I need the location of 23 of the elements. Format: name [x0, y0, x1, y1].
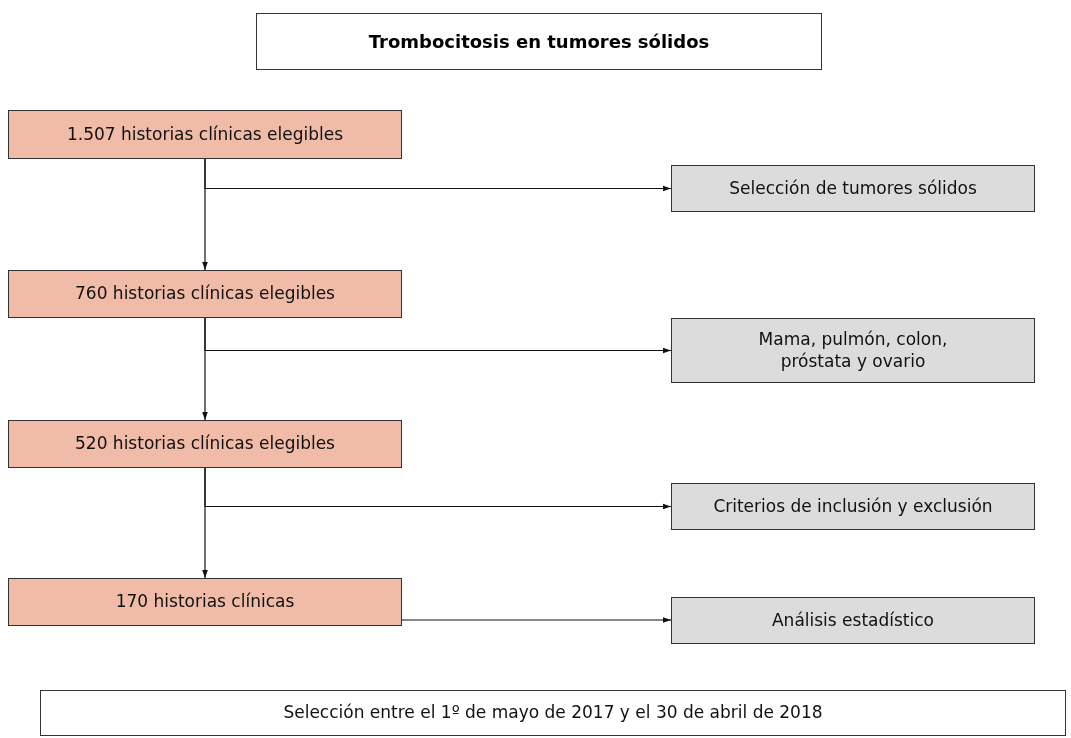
process-box	[8, 110, 402, 159]
side-box	[671, 318, 1035, 383]
node-text: 520 historias clínicas elegibles	[74, 433, 336, 455]
title-box: Trombocitosis en tumores sólidos	[256, 13, 822, 70]
node-text: 760 historias clínicas elegibles	[74, 283, 336, 305]
node-text: Selección de tumores sólidos	[728, 177, 978, 200]
process-box	[8, 270, 402, 318]
node-text: Criterios de inclusión y exclusión	[712, 495, 994, 518]
arrow	[204, 467, 672, 510]
node-text: Mama, pulmón, colon, próstata y ovario	[757, 329, 949, 372]
note-box	[40, 690, 1066, 736]
side-box	[671, 165, 1035, 212]
arrow	[204, 317, 672, 354]
arrow	[401, 617, 672, 623]
node-text: 170 historias clínicas	[114, 591, 296, 613]
process-box	[8, 420, 402, 468]
process-box	[8, 578, 402, 626]
side-box	[671, 597, 1035, 644]
node-text: Selección entre el 1º de mayo de 2017 y el 30 de abril de 2018	[282, 702, 824, 724]
node-text: Análisis estadístico	[771, 609, 935, 632]
node-text: 1.507 historias clínicas elegibles	[65, 123, 345, 146]
arrow	[204, 158, 672, 192]
side-box	[671, 483, 1035, 530]
